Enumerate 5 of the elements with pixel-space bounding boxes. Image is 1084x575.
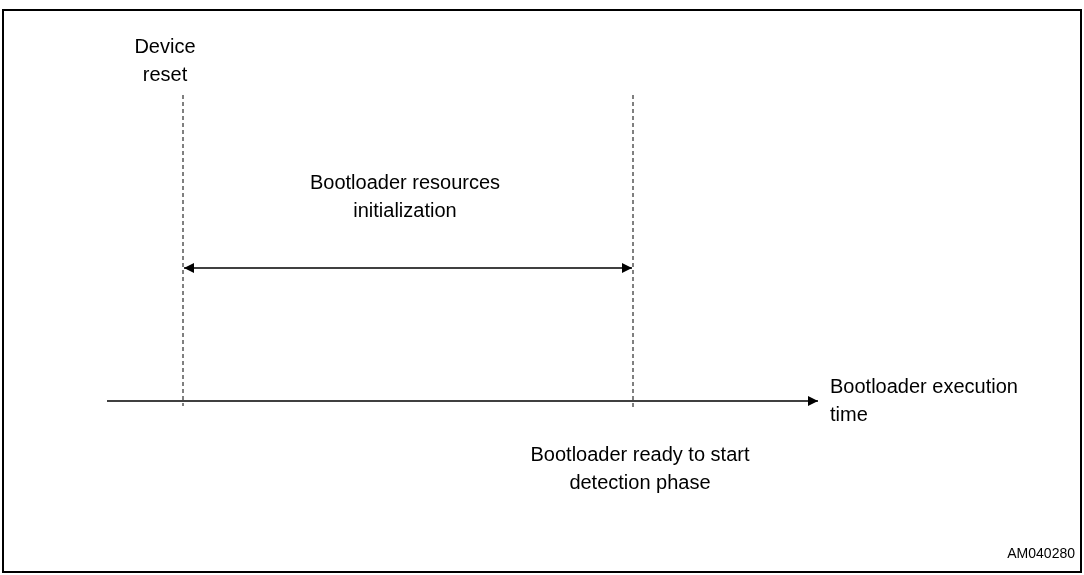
figure-id: AM040280 [1006,544,1075,563]
axis-label: Bootloader execution time [830,374,1019,427]
interval-label: Bootloader resources initialization [308,170,502,223]
event-label: Bootloader ready to start detection phase [529,442,751,495]
event-label: Device reset [133,34,197,87]
